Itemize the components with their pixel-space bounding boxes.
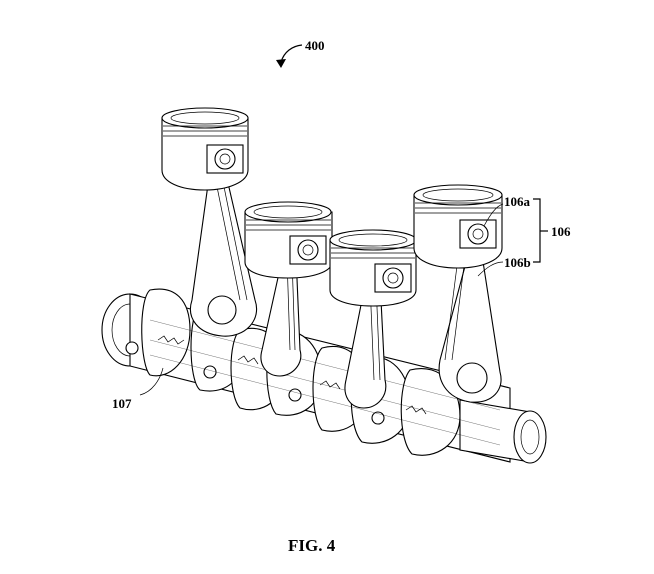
piston-4 xyxy=(414,185,502,268)
piston-2 xyxy=(245,202,332,278)
ref-arrow-400 xyxy=(276,45,302,68)
figure-caption: FIG. 4 xyxy=(288,536,336,555)
piston-3 xyxy=(330,230,416,306)
label-106b: 106b xyxy=(504,255,531,270)
label-106a: 106a xyxy=(504,194,531,209)
piston-1 xyxy=(162,108,248,190)
label-106: 106 xyxy=(551,224,571,239)
label-400: 400 xyxy=(305,38,325,53)
label-107: 107 xyxy=(112,396,132,411)
